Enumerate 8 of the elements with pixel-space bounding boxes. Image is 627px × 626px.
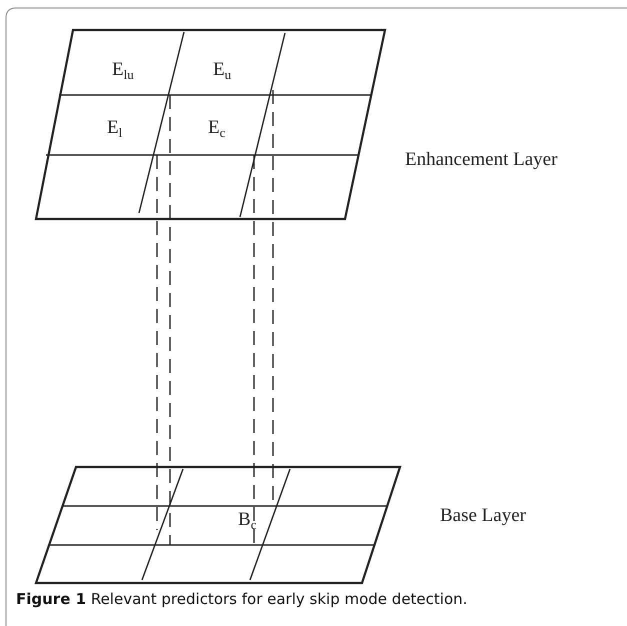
cell-label: E$_{c}$ [208, 118, 226, 139]
cell-label: E$_{lu}$ [112, 60, 134, 81]
layer-label: Base Layer [440, 506, 526, 525]
cell-label: B$_{c}$ [238, 510, 256, 531]
layer-label: Enhancement Layer [405, 150, 558, 169]
cell-label: E$_{u}$ [213, 60, 232, 81]
cell-label: E$_{l}$ [107, 118, 122, 139]
figure-caption: Figure 1 Relevant predictors for early skip mode detection. [16, 590, 468, 608]
